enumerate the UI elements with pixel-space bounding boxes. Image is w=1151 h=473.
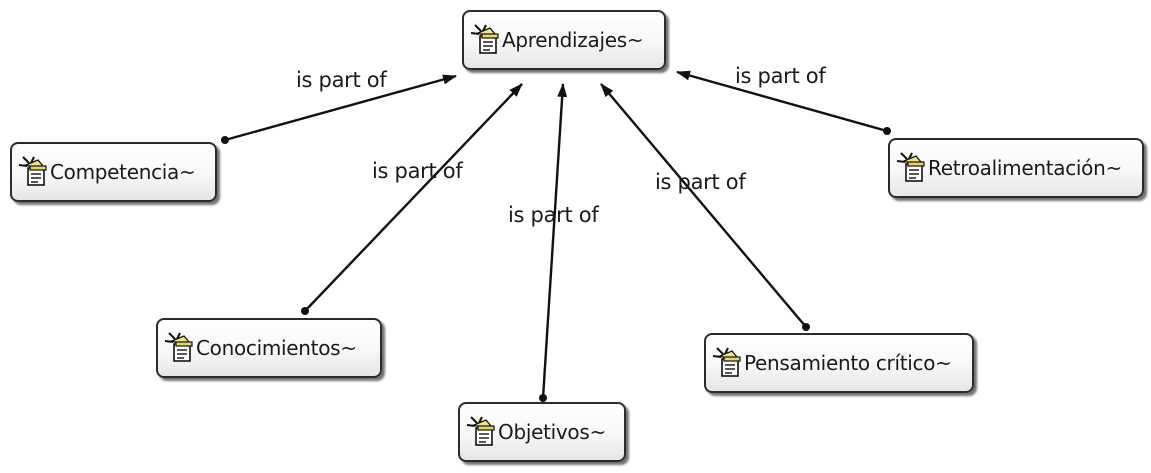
concept-label-pensamiento: Pensamiento crítico~ (744, 351, 952, 375)
concept-label-competencia: Competencia~ (50, 160, 196, 184)
concept-node-competencia[interactable]: Competencia~ (10, 142, 217, 202)
concept-node-objetivos[interactable]: Objetivos~ (458, 402, 626, 462)
link-start-dot-objetivos (539, 394, 547, 402)
link-line-competencia[interactable] (224, 74, 457, 142)
concept-node-retroalimentacion[interactable]: Retroalimentación~ (888, 138, 1144, 198)
concept-label-objetivos: Objetivos~ (498, 420, 606, 444)
link-line-pensamiento[interactable] (600, 83, 807, 328)
concept-label-aprendizajes: Aprendizajes~ (502, 28, 644, 52)
link-start-dot-competencia (221, 136, 229, 144)
link-label-objetivos: is part of (508, 203, 599, 227)
concept-label-retroalimentacion: Retroalimentación~ (928, 156, 1122, 180)
concept-node-conocimientos[interactable]: Conocimientos~ (156, 318, 382, 378)
concept-resource-icon (470, 24, 499, 54)
link-label-competencia: is part of (296, 68, 387, 92)
link-label-retroalimentacion: is part of (735, 64, 826, 88)
link-line-retroalimentacion[interactable] (676, 70, 888, 133)
concept-node-aprendizajes[interactable]: Aprendizajes~ (462, 10, 666, 70)
concept-label-conocimientos: Conocimientos~ (196, 336, 357, 360)
concept-resource-icon (164, 332, 193, 362)
link-label-conocimientos: is part of (372, 159, 463, 183)
concept-resource-icon (712, 347, 741, 377)
link-start-dot-pensamiento (802, 323, 810, 331)
concept-resource-icon (466, 416, 495, 446)
link-start-dot-conocimientos (301, 307, 309, 315)
concept-node-pensamiento[interactable]: Pensamiento crítico~ (704, 333, 974, 393)
concept-resource-icon (896, 152, 925, 182)
link-label-pensamiento: is part of (655, 170, 746, 194)
link-line-objetivos[interactable] (541, 83, 568, 399)
concept-resource-icon (18, 156, 47, 186)
link-start-dot-retroalimentacion (883, 127, 891, 135)
link-line-conocimientos[interactable] (304, 83, 523, 312)
